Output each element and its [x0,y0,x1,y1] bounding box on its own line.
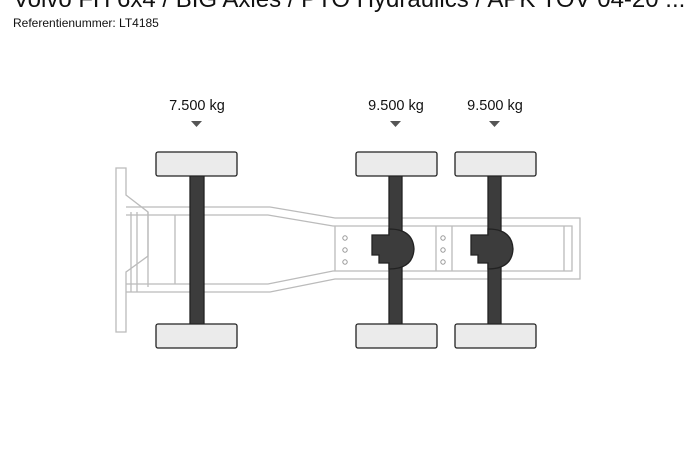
axle-2-differential [371,228,415,270]
axle-3-load-arrow [489,121,500,127]
listing-title: Volvo FH 6x4 / BIG Axles / PTO Hydraulic… [13,0,685,13]
axle-3-right-wheel [454,323,537,349]
axle-3 [454,151,537,349]
axle-2-right-wheel [355,323,438,349]
axle-2-load-arrow [390,121,401,127]
axle-1-left-wheel [155,151,238,177]
axle-1 [155,151,238,349]
axle-3-left-wheel [454,151,537,177]
axle-1-right-wheel [155,323,238,349]
axle-2 [355,151,438,349]
axle-1-load-label: 7.500 kg [169,98,225,114]
axle-3-load-label: 9.500 kg [467,98,523,114]
chassis-frame [115,167,581,333]
reference-number: Referentienummer: LT4185 [13,16,159,30]
axle-2-load-label: 9.500 kg [368,98,424,114]
frame-bolts [342,235,446,265]
axle-1-shaft [189,173,205,327]
axle-1-load-arrow [191,121,202,127]
load-arrows [191,121,500,127]
axle-3-differential [470,228,514,270]
axle-2-left-wheel [355,151,438,177]
